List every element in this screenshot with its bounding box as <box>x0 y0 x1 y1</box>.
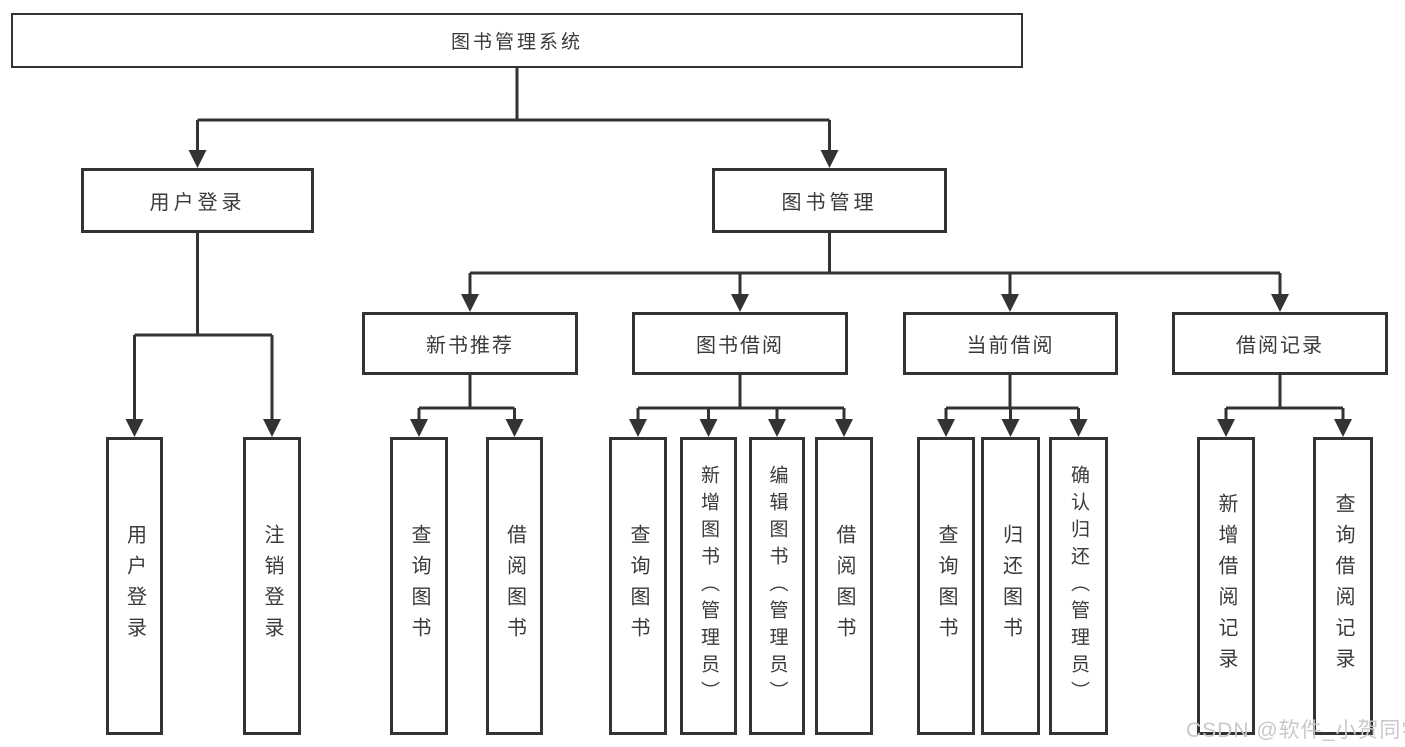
leaf-query-books-2: 查询图书 <box>609 437 667 735</box>
node-root-label: 图书管理系统 <box>450 32 583 53</box>
node-book-borrowing-label: 图书借阅 <box>696 335 784 357</box>
leaf-edit-book-admin: 编辑图书（管理员） <box>749 437 805 735</box>
node-new-book-recommendation: 新书推荐 <box>362 312 578 375</box>
node-borrowing-records: 借阅记录 <box>1172 312 1388 375</box>
node-new-book-recommendation-label: 新书推荐 <box>426 335 514 357</box>
leaf-borrow-books-2: 借阅图书 <box>815 437 873 735</box>
node-current-borrowing: 当前借阅 <box>903 312 1118 375</box>
leaf-confirm-return-admin: 确认归还（管理员） <box>1049 437 1108 735</box>
leaf-edit-book-admin-label: 编辑图书（管理员） <box>766 464 788 708</box>
leaf-add-borrow-record-label: 新增借阅记录 <box>1215 493 1237 679</box>
leaf-logout-label: 注销登录 <box>261 524 283 648</box>
node-borrowing-records-label: 借阅记录 <box>1236 335 1324 357</box>
leaf-query-books-3: 查询图书 <box>917 437 975 735</box>
node-root: 图书管理系统 <box>11 13 1023 68</box>
leaf-user-login: 用户登录 <box>106 437 163 735</box>
leaf-return-book-label: 归还图书 <box>999 524 1022 648</box>
leaf-user-login-label: 用户登录 <box>123 524 146 648</box>
leaf-query-borrow-record: 查询借阅记录 <box>1313 437 1373 735</box>
node-book-management-label: 图书管理 <box>781 192 878 214</box>
leaf-add-book-admin-label: 新增图书（管理员） <box>698 464 719 708</box>
watermark: CSDN @软件_小贺同学 <box>1186 719 1405 742</box>
leaf-borrow-books-1-label: 借阅图书 <box>503 524 526 648</box>
leaf-borrow-books-2-label: 借阅图书 <box>833 524 855 648</box>
node-user-login-label: 用户登录 <box>149 192 246 214</box>
leaf-logout: 注销登录 <box>243 437 301 735</box>
leaf-query-books-3-label: 查询图书 <box>935 524 957 648</box>
leaf-confirm-return-admin-label: 确认归还（管理员） <box>1068 464 1089 708</box>
leaf-add-book-admin: 新增图书（管理员） <box>680 437 737 735</box>
leaf-query-books-1: 查询图书 <box>390 437 448 735</box>
leaf-return-book: 归还图书 <box>981 437 1040 735</box>
node-book-management: 图书管理 <box>712 168 947 233</box>
node-book-borrowing: 图书借阅 <box>632 312 848 375</box>
leaf-query-books-1-label: 查询图书 <box>408 524 430 648</box>
leaf-borrow-books-1: 借阅图书 <box>486 437 543 735</box>
node-user-login: 用户登录 <box>81 168 314 233</box>
leaf-add-borrow-record: 新增借阅记录 <box>1197 437 1255 735</box>
node-current-borrowing-label: 当前借阅 <box>966 335 1055 357</box>
leaf-query-borrow-record-label: 查询借阅记录 <box>1332 493 1354 679</box>
leaf-query-books-2-label: 查询图书 <box>627 524 649 648</box>
